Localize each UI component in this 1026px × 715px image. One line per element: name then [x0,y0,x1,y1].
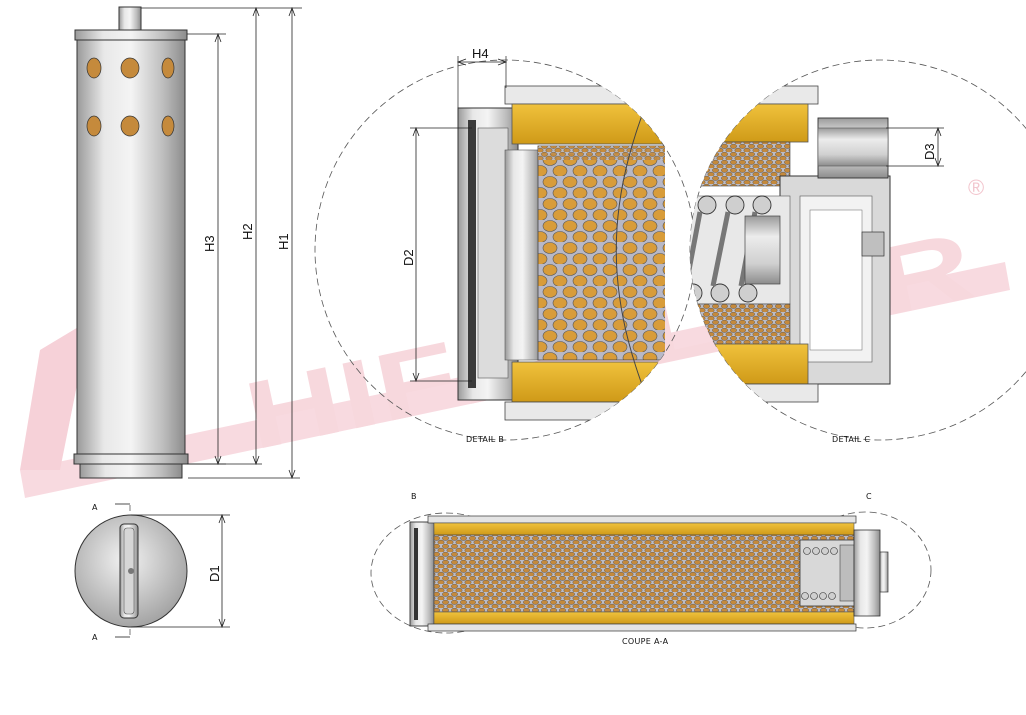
section-perforated-core [433,534,855,613]
filter-media-top [511,103,665,145]
perforated-core-c [690,141,791,187]
outlet-pipe [118,6,142,33]
dim-d3-label: D3 [922,143,937,160]
section-marker-a-bottom: A [92,633,98,642]
dim-h4-label: H4 [472,46,489,61]
section-marker-a-top: A [92,503,98,512]
vent-holes [86,57,175,137]
section-media-bottom [433,611,855,625]
detail-c: D3 DETAIL C [689,59,1026,444]
perforated-core-b [537,145,665,361]
side-view: H3 H2 H1 [73,6,302,480]
section-marker-b: B [411,492,417,501]
caption-detail-b: DETAIL B [466,435,504,444]
section-media-top [433,522,855,536]
dim-d1-label: D1 [207,565,222,582]
dim-h2-label: H2 [240,223,255,240]
filter-body [76,39,186,457]
detail-b: D2 H4 DETAIL B [314,46,696,444]
top-view: A A D1 [74,503,230,642]
bottom-flange [73,453,189,465]
dim-h3-label: H3 [202,235,217,252]
section-a-a: B C COUPE A-A [370,492,932,646]
section-marker-c: C [866,492,872,501]
top-cap [74,29,188,41]
dimension-lines-side [141,6,302,480]
caption-section-a-a: COUPE A-A [622,637,669,646]
caption-detail-c: DETAIL C [832,435,870,444]
bypass-spring [690,195,772,303]
bottom-spigot [79,463,183,479]
dim-h1-label: H1 [276,233,291,250]
registered-mark: ® [968,175,984,200]
dim-d2-label: D2 [401,249,416,266]
